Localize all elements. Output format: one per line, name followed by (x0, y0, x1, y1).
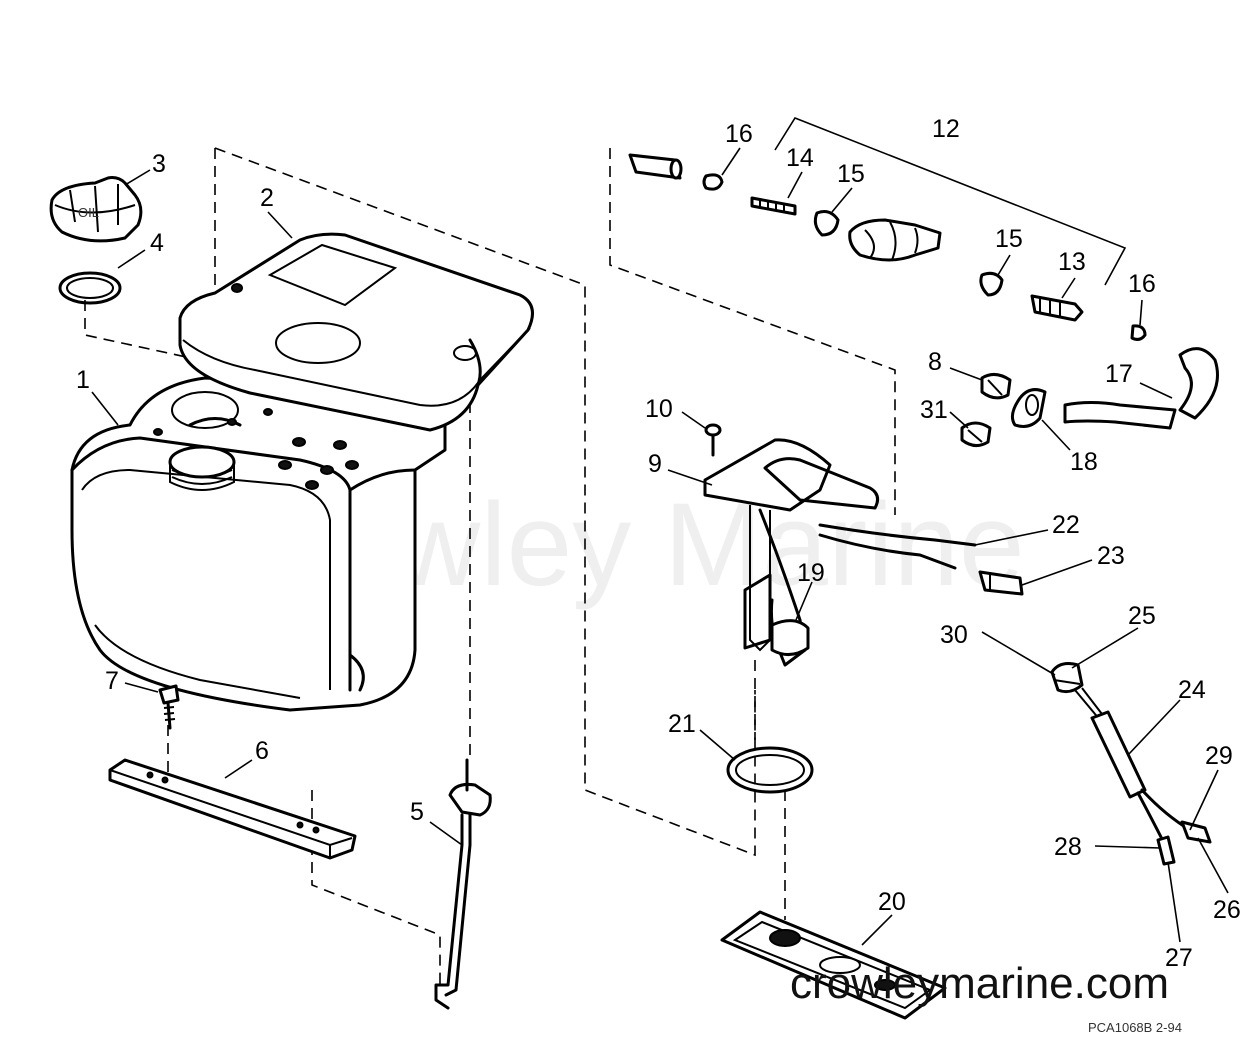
callout-23: 23 (1097, 542, 1125, 570)
callout-1: 1 (76, 366, 90, 394)
pickup-screw (704, 423, 722, 457)
callout-17: 17 (1105, 360, 1133, 388)
cap-gasket (58, 271, 122, 305)
fuel-pickup-assembly (703, 438, 880, 667)
callout-28: 28 (1054, 833, 1082, 861)
callout-22: 22 (1052, 511, 1080, 539)
reference-code: PCA1068B 2-94 (1088, 1020, 1182, 1035)
callout-4: 4 (150, 229, 164, 257)
gauge-plate (720, 910, 947, 1020)
callout-16a: 16 (725, 120, 753, 148)
callout-13: 13 (1058, 248, 1086, 276)
mounting-bracket (108, 758, 357, 860)
pickup-gasket (726, 746, 814, 794)
callout-30: 30 (940, 621, 968, 649)
fuel-sender-unit (1050, 662, 1212, 866)
fuel-gauge-assembly (434, 758, 492, 1010)
sender-wires (818, 523, 1024, 596)
cap-marking: OIL (78, 205, 99, 220)
callout-15a: 15 (837, 160, 865, 188)
callout-10: 10 (645, 395, 673, 423)
fuel-tank (70, 376, 447, 712)
mounting-screw (158, 684, 180, 730)
callout-27: 27 (1165, 944, 1193, 972)
callout-7: 7 (105, 667, 119, 695)
callout-19: 19 (797, 559, 825, 587)
filler-cap: OIL (49, 176, 143, 243)
callout-26: 26 (1213, 896, 1241, 924)
callout-8: 8 (928, 348, 942, 376)
callout-29: 29 (1205, 742, 1233, 770)
callout-18: 18 (1070, 448, 1098, 476)
fuel-hoses (1063, 347, 1219, 430)
callout-16b: 16 (1128, 270, 1156, 298)
callout-5: 5 (410, 798, 424, 826)
hose-clamps-and-elbow (960, 373, 1047, 447)
callout-21: 21 (668, 710, 696, 738)
callout-31: 31 (920, 396, 948, 424)
website-overlay: crowleymarine.com (790, 959, 1169, 1008)
tank-cover (178, 232, 534, 432)
callout-numbers: 1 2 3 4 5 6 7 8 9 10 12 13 14 15 15 16 1… (76, 115, 1241, 972)
callout-6: 6 (255, 737, 269, 765)
callout-20: 20 (878, 888, 906, 916)
callout-12: 12 (932, 115, 960, 143)
callout-25: 25 (1128, 602, 1156, 630)
callout-3: 3 (152, 150, 166, 178)
callout-2: 2 (260, 184, 274, 212)
callout-15b: 15 (995, 225, 1023, 253)
primer-bulb-assembly (628, 117, 1147, 341)
callout-24: 24 (1178, 676, 1206, 704)
callout-leaders (91, 147, 1229, 946)
callout-14: 14 (786, 144, 814, 172)
callout-9: 9 (648, 450, 662, 478)
